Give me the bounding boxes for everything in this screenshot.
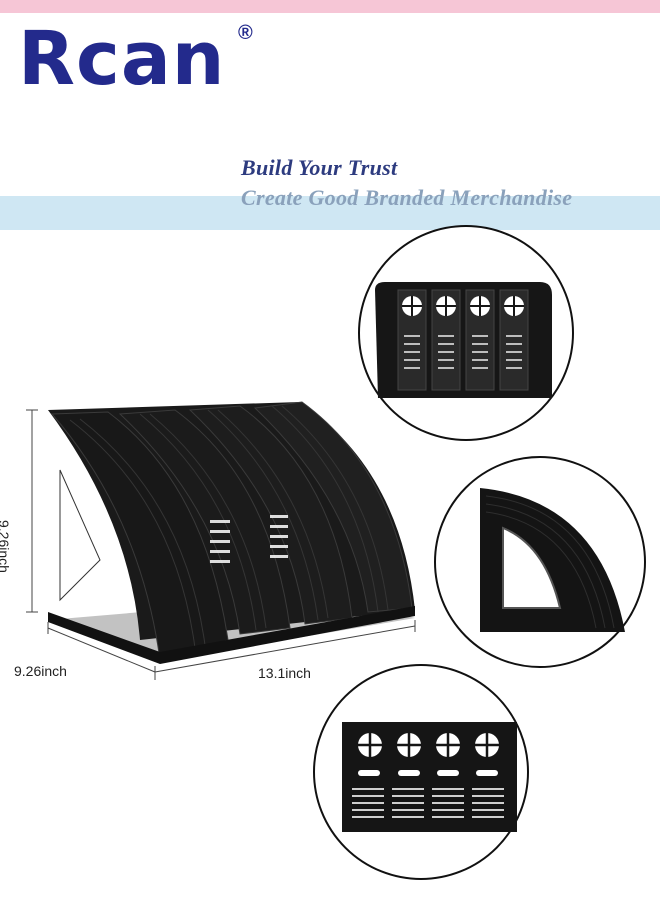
dimension-depth-label: 9.26inch [14,663,67,679]
tagline-line-2: Create Good Branded Merchandise [241,185,573,210]
dimension-height-label: 9.26inch [0,520,12,573]
top-pink-band [0,0,660,13]
detail-back-view [313,664,529,880]
detail-side-panel-view [434,456,646,668]
main-product [48,401,415,664]
dimension-lines [26,409,416,680]
dimension-width-label: 13.1inch [258,665,311,681]
tagline-band [0,196,660,230]
registered-mark: ® [238,22,253,44]
tagline-line-1: Build Your Trust [241,155,398,180]
detail-top-view [358,225,574,441]
brand-logo-text: Rcan [18,16,226,102]
